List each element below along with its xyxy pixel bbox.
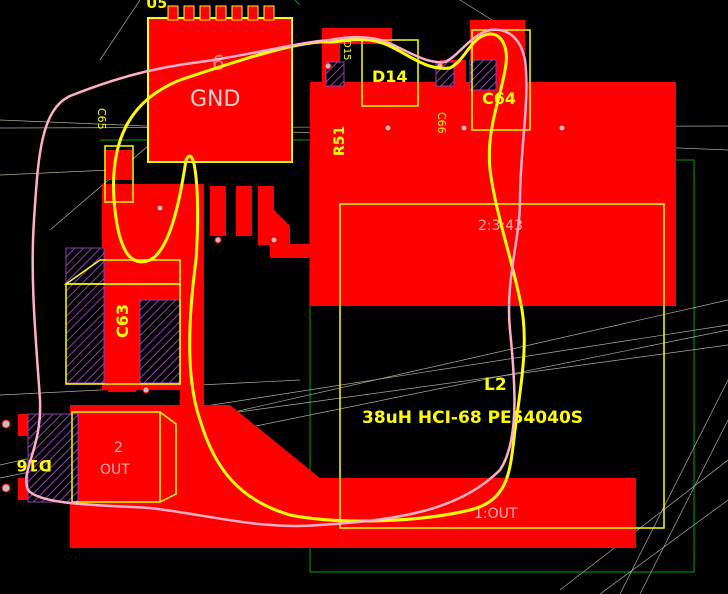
label-c65: C65 xyxy=(95,108,108,130)
label-gnd: GND xyxy=(190,87,240,112)
label-d16: D16 xyxy=(16,456,52,475)
u5-component[interactable] xyxy=(147,5,293,163)
label-l2: L2 xyxy=(484,375,507,395)
label-d16-out: OUT xyxy=(100,462,130,478)
annotation-pink-loop xyxy=(25,28,528,528)
label-r51: R51 xyxy=(332,126,348,156)
label-gnd-pin: 6 xyxy=(212,51,225,75)
label-d16-pin: 2 xyxy=(114,440,123,456)
label-u5: U5 xyxy=(146,0,167,12)
label-c66: C66 xyxy=(435,112,448,134)
label-d14: D14 xyxy=(372,67,408,86)
label-c63: C63 xyxy=(113,304,132,338)
label-d15: D15 xyxy=(341,40,352,60)
label-l2-pin1: 1:OUT xyxy=(474,506,518,522)
label-l2-value: 38uH HCI-68 PE54040S xyxy=(362,408,583,428)
